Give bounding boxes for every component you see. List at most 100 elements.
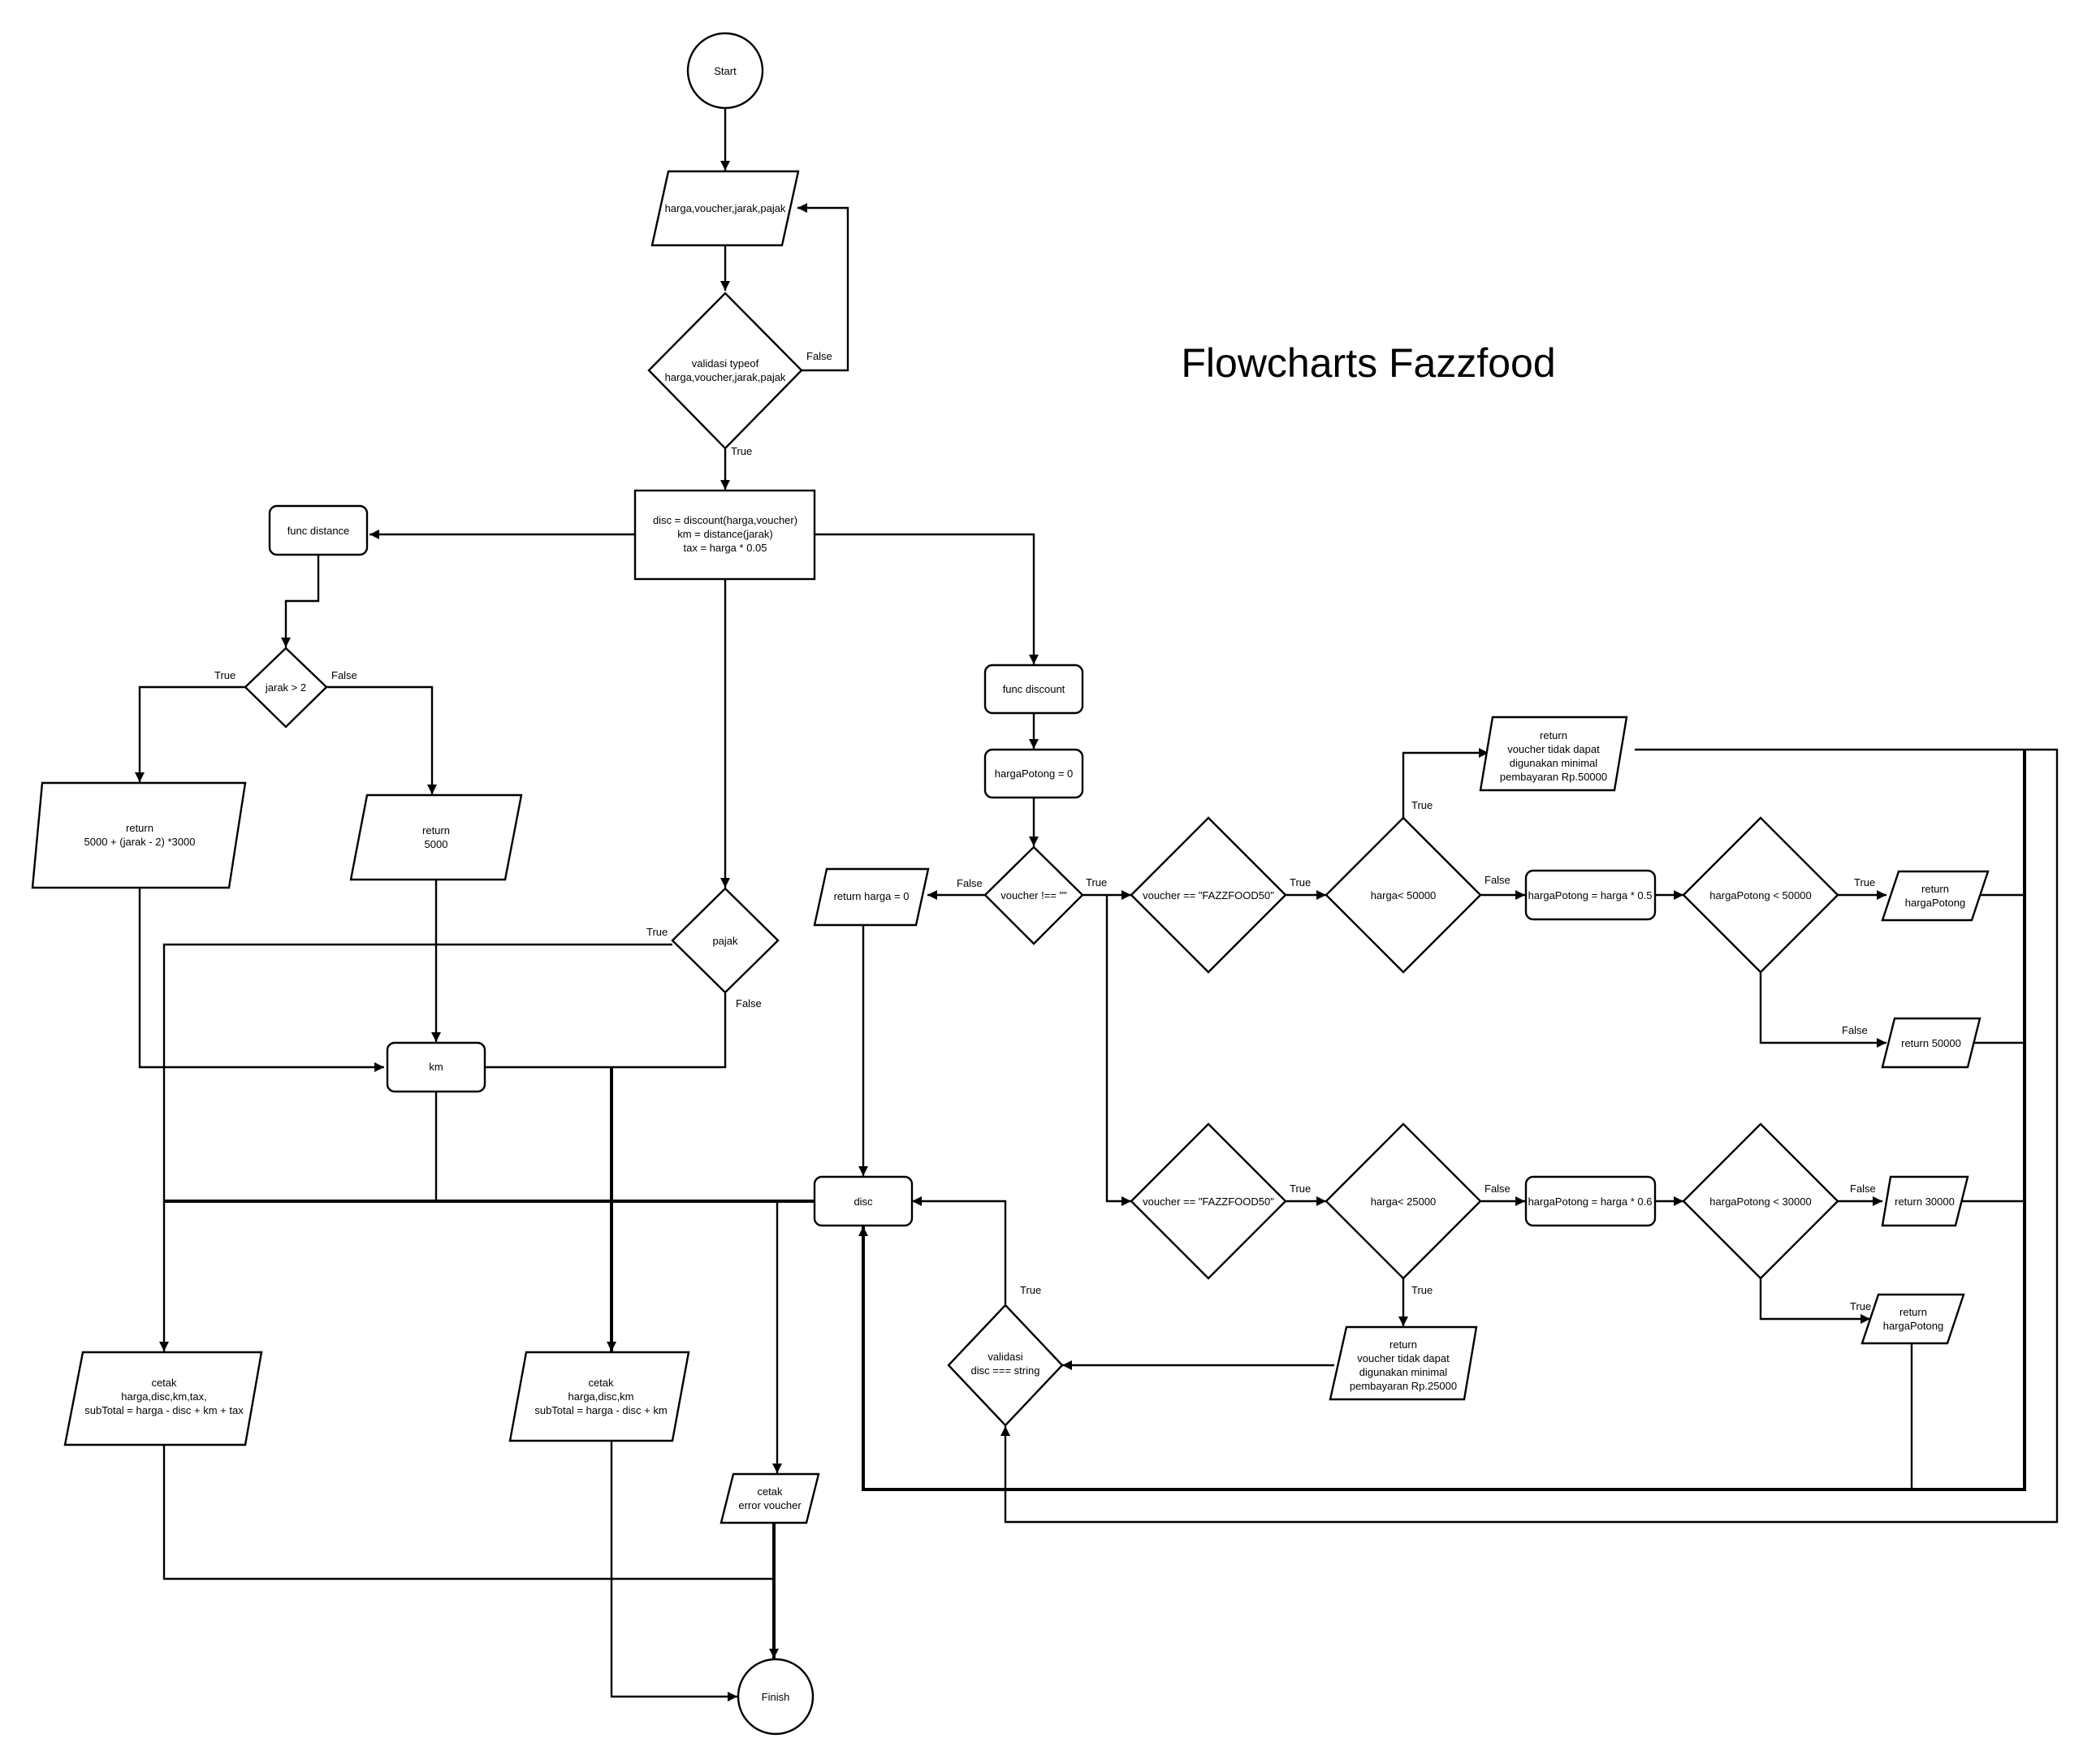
edge-label-false: False bbox=[1484, 874, 1510, 886]
node-pajak-label: pajak bbox=[712, 935, 738, 947]
edge-label-true: True bbox=[1850, 1300, 1871, 1312]
edge-jarak-true bbox=[135, 685, 245, 782]
node-validate-disc-label-2: disc === string bbox=[971, 1364, 1040, 1377]
node-validate-label-2: harga,voucher,jarak,pajak bbox=[665, 371, 786, 383]
node-voucher-check-1[interactable]: voucher == "FAZZFOOD50" bbox=[1130, 816, 1287, 974]
node-func-discount[interactable]: func discount bbox=[983, 664, 1084, 715]
edges bbox=[135, 109, 2059, 1701]
node-start-label: Start bbox=[714, 65, 737, 77]
node-return-potong-2[interactable]: return hargaPotong bbox=[1860, 1293, 1965, 1345]
edge-label-false: False bbox=[806, 350, 832, 362]
node-print-notax-label-2: harga,disc,km bbox=[568, 1390, 634, 1403]
node-km[interactable]: km bbox=[386, 1041, 486, 1093]
node-return-far-label-1: return bbox=[126, 822, 153, 834]
node-return-err-50000-label-4: pembayaran Rp.50000 bbox=[1500, 771, 1607, 783]
node-return-near[interactable]: return 5000 bbox=[349, 793, 523, 881]
node-input[interactable]: harga,voucher,jarak,pajak bbox=[650, 170, 800, 247]
node-potong-06-label: hargaPotong = harga * 0.6 bbox=[1528, 1195, 1653, 1208]
edge-assign-func-discount bbox=[815, 533, 1039, 664]
edge-label-true: True bbox=[1020, 1284, 1041, 1296]
node-voucher-check-2[interactable]: voucher == "FAZZFOOD50" bbox=[1130, 1122, 1287, 1280]
node-return-err-50000-label-3: digunakan minimal bbox=[1510, 757, 1598, 769]
node-return-far-label-2: 5000 + (jarak - 2) *3000 bbox=[84, 836, 196, 848]
node-assign[interactable]: disc = discount(harga,voucher) km = dist… bbox=[633, 489, 816, 581]
node-print-error-label-1: cetak bbox=[757, 1485, 783, 1498]
node-return-err-25000-label-1: return bbox=[1389, 1338, 1417, 1351]
node-func-distance[interactable]: func distance bbox=[268, 504, 369, 556]
node-assign-label-3: tax = harga * 0.05 bbox=[684, 542, 767, 554]
node-start[interactable]: Start bbox=[686, 32, 764, 110]
node-pajak[interactable]: pajak bbox=[671, 887, 780, 994]
node-func-distance-label: func distance bbox=[287, 525, 350, 537]
node-func-discount-label: func discount bbox=[1003, 683, 1065, 695]
node-jarak-check[interactable]: jarak > 2 bbox=[244, 646, 328, 729]
node-potong-05-label: hargaPotong = harga * 0.5 bbox=[1528, 889, 1653, 901]
node-harga-lt-50000[interactable]: harga< 50000 bbox=[1325, 816, 1482, 974]
node-harga-lt-25000[interactable]: harga< 25000 bbox=[1325, 1122, 1482, 1280]
node-return-err-50000[interactable]: return voucher tidak dapat digunakan min… bbox=[1479, 716, 1628, 792]
edge-label-true: True bbox=[1086, 876, 1107, 888]
node-print-tax-label-1: cetak bbox=[151, 1377, 177, 1389]
node-validate-label-1: validasi typeof bbox=[692, 357, 759, 370]
node-return-zero[interactable]: return harga = 0 bbox=[813, 867, 930, 927]
edge-label-true: True bbox=[1411, 799, 1433, 811]
node-return-err-50000-label-2: voucher tidak dapat bbox=[1507, 743, 1600, 755]
node-return-potong-2-label-1: return bbox=[1899, 1306, 1927, 1318]
node-print-notax-label-3: subTotal = harga - disc + km bbox=[534, 1404, 667, 1416]
edge-validate-disc bbox=[912, 1196, 1007, 1304]
node-return-potong-1[interactable]: return hargaPotong bbox=[1881, 870, 1990, 922]
node-print-error[interactable]: cetak error voucher bbox=[720, 1472, 820, 1524]
node-return-near-label-2: 5000 bbox=[425, 838, 448, 850]
node-return-far[interactable]: return 5000 + (jarak - 2) *3000 bbox=[31, 781, 247, 889]
node-hargapotong-init[interactable]: hargaPotong = 0 bbox=[983, 748, 1084, 799]
node-return-potong-2-label-2: hargaPotong bbox=[1883, 1320, 1943, 1332]
node-return-potong-1-label-2: hargaPotong bbox=[1905, 897, 1965, 909]
nodes: Flowcharts Fazzfood Start harga,voucher,… bbox=[31, 32, 1990, 1736]
edge-print-notax-finish bbox=[610, 1441, 737, 1701]
node-validate-disc-label-1: validasi bbox=[987, 1351, 1022, 1363]
node-disc[interactable]: disc bbox=[813, 1175, 914, 1227]
edge-label-false: False bbox=[1484, 1182, 1510, 1195]
node-return-err-25000-label-2: voucher tidak dapat bbox=[1357, 1352, 1450, 1364]
node-print-tax[interactable]: cetak harga,disc,km,tax, subTotal = harg… bbox=[63, 1351, 263, 1446]
node-return-50000[interactable]: return 50000 bbox=[1881, 1017, 1981, 1069]
node-return-30000[interactable]: return 30000 bbox=[1881, 1175, 1969, 1227]
node-potong-lt-30000[interactable]: hargaPotong < 30000 bbox=[1682, 1122, 1839, 1280]
node-hargapotong-init-label: hargaPotong = 0 bbox=[995, 767, 1074, 780]
edge-returns-to-disc bbox=[858, 750, 2026, 1491]
edge-h50-true bbox=[1402, 748, 1489, 818]
node-harga-lt-25000-label: harga< 25000 bbox=[1371, 1195, 1437, 1208]
node-print-tax-label-3: subTotal = harga - disc + km + tax bbox=[84, 1404, 244, 1416]
edge-labels: False True True False True False False T… bbox=[214, 350, 1876, 1312]
edge-pajak-false bbox=[485, 993, 727, 1069]
node-return-potong-1-label-1: return bbox=[1921, 883, 1949, 895]
edge-label-true: True bbox=[1290, 1182, 1311, 1195]
node-validate-disc[interactable]: validasi disc === string bbox=[947, 1304, 1064, 1427]
edge-jarak-false bbox=[326, 685, 437, 794]
node-finish[interactable]: Finish bbox=[737, 1658, 815, 1736]
edge-label-true: True bbox=[646, 926, 668, 938]
node-potong-lt-30000-label: hargaPotong < 30000 bbox=[1709, 1195, 1811, 1208]
node-finish-label: Finish bbox=[762, 1691, 790, 1703]
edge-label-true: True bbox=[214, 669, 236, 681]
node-print-error-label-2: error voucher bbox=[738, 1499, 802, 1511]
edge-label-true: True bbox=[1411, 1284, 1433, 1296]
node-voucher-not-empty[interactable]: voucher !== "" bbox=[983, 845, 1084, 945]
node-return-err-25000-label-3: digunakan minimal bbox=[1359, 1366, 1448, 1378]
node-print-notax[interactable]: cetak harga,disc,km subTotal = harga - d… bbox=[508, 1351, 690, 1442]
edge-label-true: True bbox=[1290, 876, 1311, 888]
node-potong-06[interactable]: hargaPotong = harga * 0.6 bbox=[1524, 1175, 1657, 1227]
edge-voucher-true-2 bbox=[1105, 895, 1131, 1206]
node-potong-05[interactable]: hargaPotong = harga * 0.5 bbox=[1524, 869, 1657, 921]
node-print-notax-label-1: cetak bbox=[588, 1377, 614, 1389]
edge-cmp30-true bbox=[1759, 1278, 1870, 1324]
node-return-near-label-1: return bbox=[422, 824, 450, 837]
node-validate[interactable]: validasi typeof harga,voucher,jarak,paja… bbox=[647, 292, 803, 450]
node-assign-label-2: km = distance(jarak) bbox=[677, 528, 772, 540]
node-return-30000-label: return 30000 bbox=[1895, 1195, 1955, 1208]
node-disc-label: disc bbox=[854, 1195, 873, 1208]
node-return-err-25000[interactable]: return voucher tidak dapat digunakan min… bbox=[1329, 1325, 1478, 1401]
edge-label-false: False bbox=[1850, 1182, 1876, 1195]
node-potong-lt-50000[interactable]: hargaPotong < 50000 bbox=[1682, 816, 1839, 974]
